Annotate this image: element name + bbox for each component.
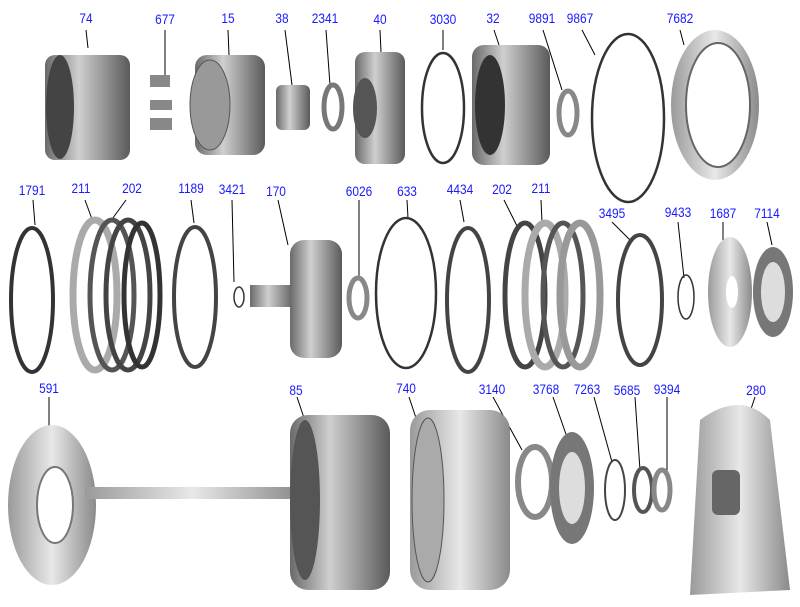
part-38 [276, 85, 310, 130]
callout-202-left: 202 [122, 180, 142, 196]
part-40 [353, 52, 405, 164]
part-74 [45, 55, 130, 160]
part-4434 [445, 226, 491, 374]
callout-4434: 4434 [446, 181, 474, 197]
callout-5685: 5685 [613, 382, 641, 398]
part-9394 [651, 467, 673, 513]
callout-6026: 6026 [345, 183, 373, 199]
callout-85: 85 [289, 382, 303, 398]
callout-7263: 7263 [573, 381, 601, 397]
part-202-211-stack-right [502, 219, 604, 371]
part-9867 [590, 32, 666, 204]
callout-9891: 9891 [528, 10, 556, 26]
callout-211-left: 211 [71, 180, 91, 196]
part-15 [189, 55, 265, 155]
part-633 [374, 216, 438, 370]
part-32 [472, 45, 550, 165]
part-211-202-stack-left [69, 216, 163, 374]
part-3768 [550, 432, 594, 544]
part-1189 [172, 225, 218, 369]
callout-1687: 1687 [709, 205, 737, 221]
part-740 [410, 410, 510, 590]
callout-2341: 2341 [311, 10, 339, 26]
part-7114 [753, 247, 793, 337]
callout-9867: 9867 [566, 10, 594, 26]
callout-211-right: 211 [531, 180, 551, 196]
part-7263 [604, 459, 626, 521]
part-280 [690, 405, 790, 595]
callout-9394: 9394 [653, 381, 681, 397]
part-9433 [677, 274, 695, 320]
callout-32: 32 [486, 10, 500, 26]
part-1687 [708, 237, 752, 347]
callout-633: 633 [397, 183, 417, 199]
callout-7682: 7682 [666, 10, 694, 26]
callout-170: 170 [266, 183, 286, 199]
callout-3030: 3030 [429, 11, 457, 27]
part-6026 [346, 275, 370, 321]
callout-38: 38 [275, 10, 289, 26]
callout-1791: 1791 [18, 182, 46, 198]
callout-202-right: 202 [492, 181, 512, 197]
part-85 [85, 415, 390, 590]
part-9891 [556, 88, 580, 138]
callout-3421: 3421 [218, 181, 246, 197]
callout-591: 591 [39, 380, 59, 396]
callout-280: 280 [746, 382, 766, 398]
part-7682 [671, 30, 759, 180]
callout-3768: 3768 [532, 381, 560, 397]
callout-3140: 3140 [478, 381, 506, 397]
callout-677: 677 [155, 11, 175, 27]
callout-7114: 7114 [754, 205, 780, 221]
part-3495 [616, 233, 664, 367]
part-5685 [632, 466, 654, 514]
part-170 [250, 240, 342, 358]
part-677 [150, 75, 172, 130]
callout-3495: 3495 [598, 205, 626, 221]
part-591 [8, 425, 96, 585]
part-2341 [321, 82, 345, 132]
callout-1189: 1189 [178, 180, 204, 196]
part-3421 [233, 286, 245, 308]
callout-40: 40 [373, 11, 387, 27]
callout-74: 74 [79, 10, 93, 26]
part-1791 [9, 226, 55, 374]
callout-9433: 9433 [664, 204, 692, 220]
callout-15: 15 [221, 10, 235, 26]
callout-740: 740 [396, 380, 416, 396]
part-3030 [420, 51, 466, 165]
part-3140 [515, 444, 555, 520]
